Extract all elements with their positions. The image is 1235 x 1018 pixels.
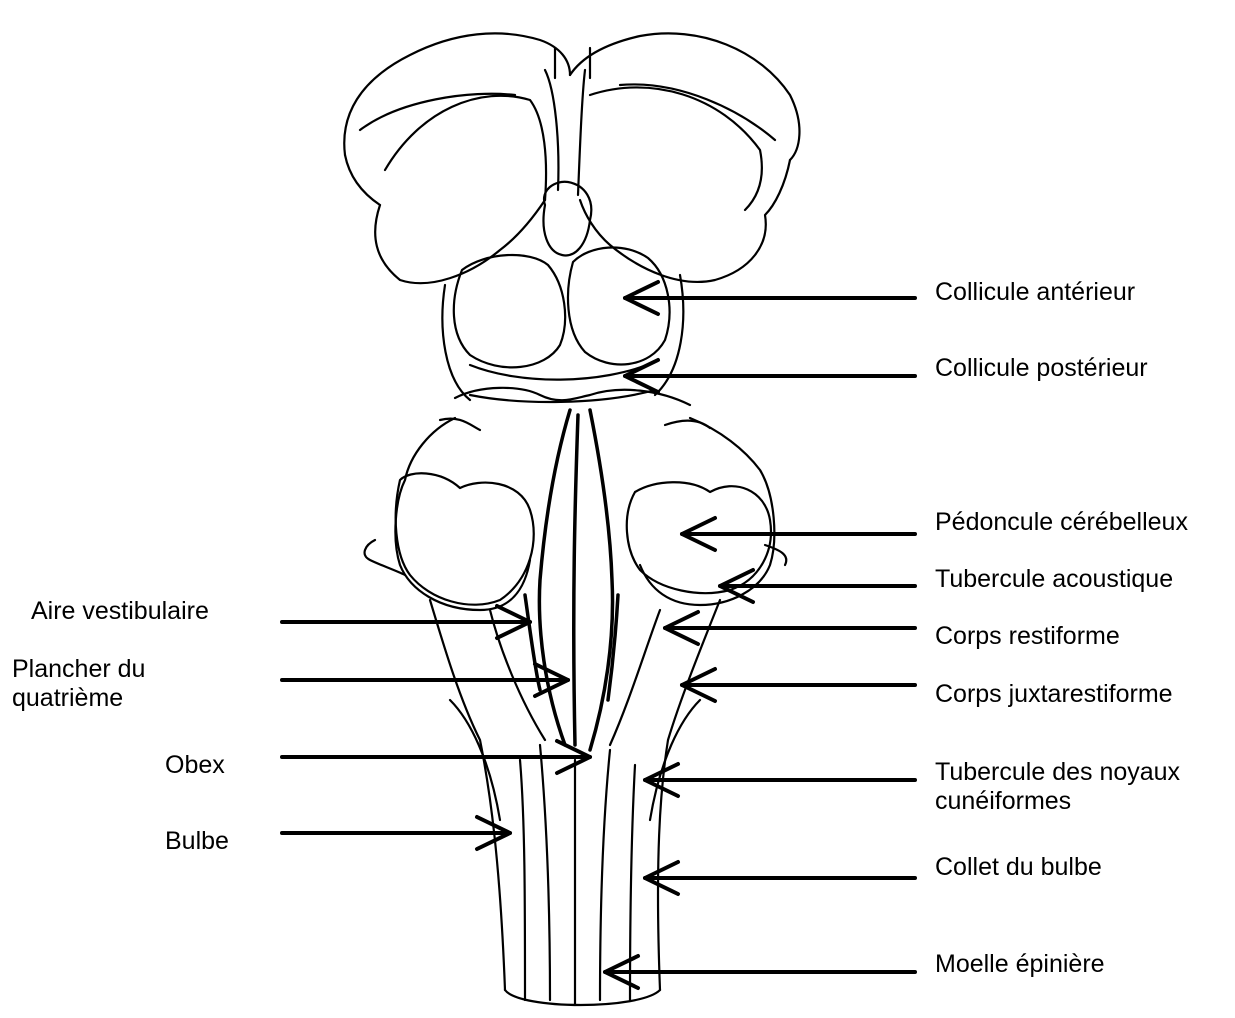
label-aire-vestibulaire: Aire vestibulaire <box>31 597 209 626</box>
label-tubercule-noyaux-cuneiformes: Tubercule des noyaux cunéiformes <box>935 758 1235 816</box>
label-bulbe: Bulbe <box>165 827 229 856</box>
label-collicule-posterieur: Collicule postérieur <box>935 354 1148 383</box>
thalamus-lobes <box>344 33 799 283</box>
label-pedoncule-cerebelleux: Pédoncule cérébelleux <box>935 508 1188 537</box>
arrows-left <box>282 606 590 849</box>
label-corps-restiforme: Corps restiforme <box>935 622 1120 651</box>
label-tubercule-noyaux-line2: cunéiformes <box>935 787 1235 816</box>
label-collet-du-bulbe: Collet du bulbe <box>935 853 1102 882</box>
label-plancher-line3: ventricule <box>12 713 202 717</box>
label-collicule-anterieur: Collicule antérieur <box>935 278 1135 307</box>
label-tubercule-acoustique: Tubercule acoustique <box>935 565 1173 594</box>
label-tubercule-noyaux-line1: Tubercule des noyaux <box>935 758 1235 787</box>
pineal-body <box>544 182 592 256</box>
label-corps-juxtarestiforme: Corps juxtarestiforme <box>935 680 1173 709</box>
label-obex: Obex <box>165 751 225 780</box>
label-plancher-quatrieme-ventricule: Plancher du quatrième ventricule <box>12 655 202 717</box>
label-plancher-line2: quatrième <box>12 684 202 713</box>
label-plancher-line1: Plancher du <box>12 655 202 684</box>
fourth-ventricle <box>539 410 612 750</box>
label-moelle-epiniere: Moelle épinière <box>935 950 1105 979</box>
